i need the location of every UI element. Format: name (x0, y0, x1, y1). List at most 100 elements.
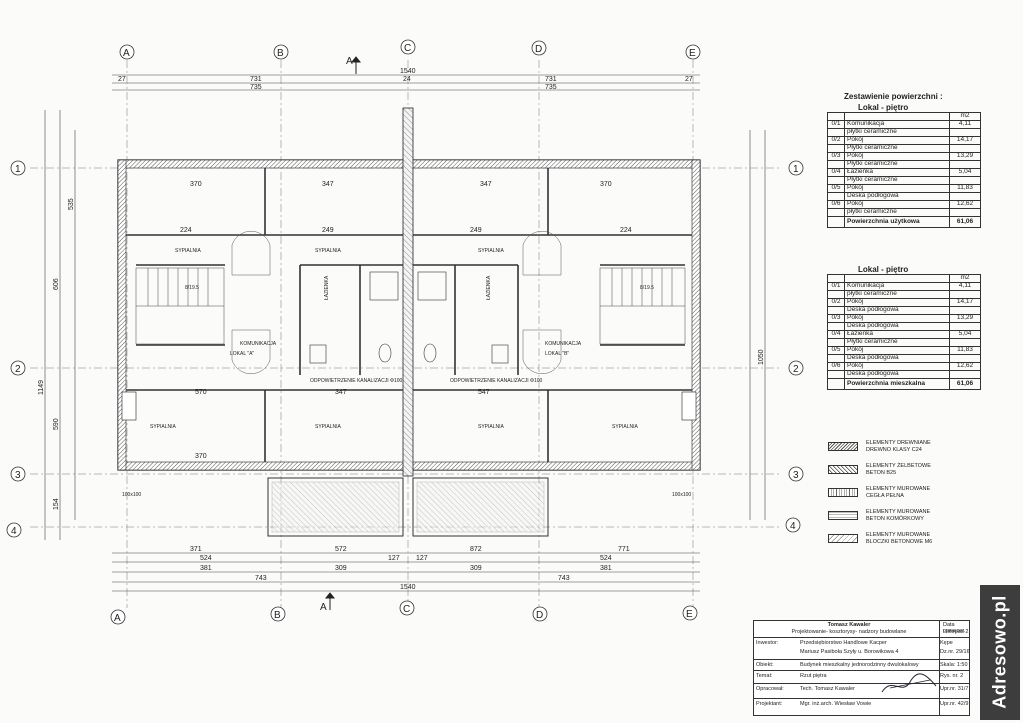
room-dim: 347 (480, 181, 492, 188)
row-area: 12,62 (949, 200, 981, 209)
room-labels: SYPIALNIA SYPIALNIA KOMUNIKACJA ŁAZIENKA… (122, 248, 691, 498)
room-dim: 347 (335, 389, 347, 396)
axis-label-3-left: 3 (15, 470, 21, 481)
building-walls (117, 107, 701, 537)
section-mark (324, 56, 362, 610)
row-number: 0/2 (827, 136, 845, 145)
signature (881, 673, 937, 693)
local-label-b: LOKAL "B" (545, 351, 569, 357)
axis-label-d-top: D (535, 44, 542, 55)
vent-note: ODPOWIETRZENIE KANALIZACJI Φ100 (310, 378, 403, 384)
axis-label-d-bottom: D (536, 610, 543, 621)
dim-left-b: 590 (53, 418, 60, 430)
tb-investor-row: Inwestor: Przedsiębiorstwo Handlowe Kacp… (754, 637, 970, 660)
legend-swatch (828, 511, 858, 520)
room-dim: 370 (190, 181, 202, 188)
section-label-top: A (346, 56, 353, 67)
room-dim: 347 (322, 181, 334, 188)
tb-value: Budynek mieszkalny jednorodzinny dwuloka… (800, 662, 919, 668)
tb-label: Obiekt: (756, 662, 774, 668)
room-dimensions: 370 347 347 370 224 249 249 224 570 347 … (180, 181, 632, 460)
dim-left-a: 606 (53, 278, 60, 290)
row-number: 0/3 (827, 314, 845, 323)
dim-bottom: 572 (335, 546, 347, 553)
dim-bottom: 524 (200, 555, 212, 562)
row-number: 0/4 (827, 330, 845, 339)
room-dim: 570 (195, 389, 207, 396)
dim-top-sub-right: 735 (545, 84, 557, 91)
legend-label: ELEMENTY MUROWANE (866, 486, 931, 492)
axis-label-e-top: E (689, 48, 696, 59)
row-number: 0/1 (827, 120, 845, 129)
row-area: 13,29 (949, 314, 981, 323)
row-area: 4,11 (949, 120, 981, 129)
row-number: 0/6 (827, 200, 845, 209)
dim-bottom: 309 (335, 565, 347, 572)
room-dim: 249 (322, 227, 334, 234)
axis-label-e-bottom: E (686, 609, 693, 620)
axis-label-b-bottom: B (274, 610, 281, 621)
row-area (949, 370, 981, 379)
tb-right: Rys. nr. 2 (940, 673, 964, 679)
room-label: SYPIALNIA (175, 248, 202, 254)
window-note: 100x100 (672, 492, 691, 498)
room-dim: 370 (600, 181, 612, 188)
row-name: płytki ceramiczne (844, 208, 950, 217)
tb-topic-row: Temat: Rzut piętra Rys. nr. 2 (754, 670, 969, 684)
dim-bottom: 743 (255, 575, 267, 582)
room-label: SYPIALNIA (150, 424, 177, 430)
stair-note: 8/19.5 (185, 285, 199, 291)
legend-label: ELEMENTY ŻELBETOWE (866, 463, 931, 469)
table-row: płytki ceramiczne (827, 208, 981, 217)
tb-value: Mgr. inż.arch. Wiesław Vowie (800, 701, 872, 707)
legend-swatch (828, 488, 858, 497)
tb-label: Inwestor: (756, 640, 779, 646)
area-summary-heading: Zestawienie powierzchni : (844, 92, 943, 101)
room-label: SYPIALNIA (478, 424, 505, 430)
row-area: 11,83 (949, 184, 981, 193)
tb-right: Upr.nr. 42/9 (940, 701, 969, 707)
axis-label-2-left: 2 (15, 364, 21, 375)
row-number: 0/2 (827, 298, 845, 307)
dim-top-half-right: 731 (545, 76, 557, 83)
tb-right: Skala: 1:50 (940, 662, 968, 668)
dim-left-c: 154 (53, 498, 60, 510)
room-dim: 370 (195, 453, 207, 460)
legend-label: ELEMENTY MUROWANE (866, 509, 931, 515)
row-area (949, 208, 981, 217)
legend-desc: BETON B25 (866, 469, 897, 476)
section-label-bottom: A (320, 602, 327, 613)
tb-right: Upr.nr. 31/7 (940, 686, 969, 692)
dim-bottom: 127 (416, 555, 428, 562)
row-number: 0/3 (827, 152, 845, 161)
tb-date-label: Data opracow. (943, 622, 966, 634)
row-area: 14,17 (949, 298, 981, 307)
dim-top-sub-left: 735 (250, 84, 262, 91)
axis-markers-top (119, 39, 701, 60)
row-name: Deska podłogowa (844, 370, 950, 379)
dim-bottom: 127 (388, 555, 400, 562)
room-label: SYPIALNIA (612, 424, 639, 430)
axis-label-4-right: 4 (790, 521, 796, 532)
total-value: 61,06 (949, 216, 981, 228)
legend-swatch (828, 442, 858, 451)
room-label: SYPIALNIA (478, 248, 505, 254)
title-block: Tomasz Kawaler Projektowanie- kosztorysy… (753, 620, 970, 716)
total-label: Powierzchnia mieszkalna (844, 378, 950, 390)
tb-value: Przedsiębiorstwo Handlowe Kacper (800, 640, 887, 646)
row-number: 0/1 (827, 282, 845, 291)
legend-desc: BLOCZKI BETONOWE M6 (866, 538, 933, 545)
axis-markers-sides (6, 160, 804, 538)
legend-desc: BETON KOMÓRKOWY (866, 515, 924, 522)
dim-bottom: 381 (200, 565, 212, 572)
dim-bottom: 381 (600, 565, 612, 572)
axis-label-3-right: 3 (793, 470, 799, 481)
row-area: 12,62 (949, 362, 981, 371)
axis-label-a-top: A (123, 48, 130, 59)
